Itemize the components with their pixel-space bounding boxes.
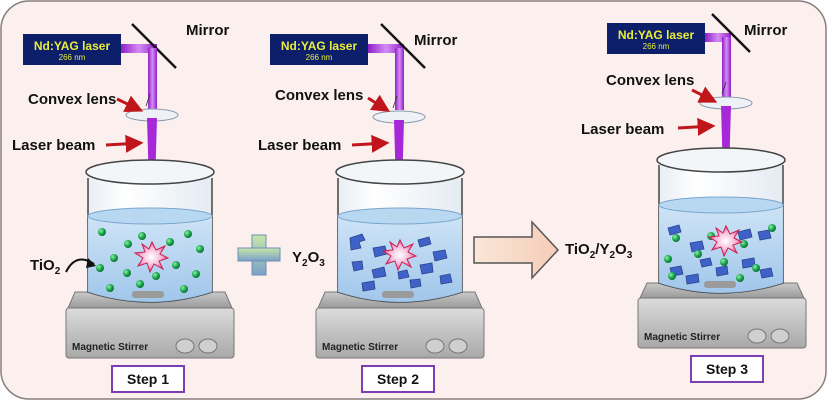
- step-3-label: Step 3: [706, 361, 748, 377]
- laser-wavelength: 266 nm: [643, 42, 670, 51]
- laser-beam-vertical: [395, 48, 404, 110]
- mirror: [380, 23, 426, 69]
- step-1-label: Step 1: [127, 371, 169, 387]
- stir-bar: [132, 291, 164, 298]
- laser-beam-label: Laser beam: [581, 121, 664, 138]
- convex-lens-label: Convex lens: [275, 87, 363, 104]
- ablation-burst: [381, 238, 418, 272]
- laser-box: [607, 23, 705, 54]
- stirrer-knob: [770, 328, 790, 344]
- tio2-label: TiO2: [30, 257, 61, 277]
- tio2-particles: [96, 228, 204, 293]
- stirrer-knob: [198, 338, 218, 354]
- convex-lens-label: Convex lens: [28, 91, 116, 108]
- beaker-rim: [335, 159, 465, 185]
- convex-lens-arrow: [691, 86, 718, 103]
- laser-name: Nd:YAG laser: [34, 39, 111, 53]
- stirrer-knob: [448, 338, 468, 354]
- stirrer-knob: [425, 338, 445, 354]
- composite-particles-blue: [667, 224, 774, 285]
- laser-beam-arrow: [351, 134, 390, 153]
- ablation-burst: [133, 240, 170, 274]
- convex-lens-arrow: [116, 95, 144, 112]
- step-3-setup: Nd:YAG laser 266 nm Mirror Convex lens L…: [581, 13, 807, 383]
- mirror: [131, 23, 177, 69]
- stirrer-label: Magnetic Stirrer: [322, 342, 398, 353]
- stirrer-label: Magnetic Stirrer: [72, 342, 148, 353]
- step-1-setup: Nd:YAG laser 266 nm Mirror Convex lens L…: [12, 22, 235, 393]
- stirrer-label: Magnetic Stirrer: [644, 332, 720, 343]
- beaker-rim: [656, 147, 786, 173]
- step-2-box: [361, 365, 435, 393]
- mirror-label: Mirror: [744, 22, 788, 39]
- mirror-label: Mirror: [414, 32, 458, 49]
- laser-beam-label: Laser beam: [258, 137, 341, 154]
- convex-lens-label: Convex lens: [606, 72, 694, 89]
- mirror-label: Mirror: [186, 22, 230, 39]
- laser-name: Nd:YAG laser: [281, 39, 358, 53]
- laser-beam-vertical: [148, 48, 157, 110]
- laser-beam-horizontal: [705, 33, 731, 42]
- beaker: [656, 147, 786, 294]
- step-3-box: [690, 355, 764, 383]
- stirrer-knob: [175, 338, 195, 354]
- water: [659, 205, 783, 293]
- laser-beam-horizontal: [121, 44, 157, 53]
- laser-beam-label: Laser beam: [12, 137, 95, 154]
- stir-bar: [704, 281, 736, 288]
- laser-wavelength: 266 nm: [59, 53, 86, 62]
- laser-name: Nd:YAG laser: [618, 28, 695, 42]
- y2o3-label: Y2O3: [292, 249, 325, 269]
- composite-particles-green: [664, 224, 776, 282]
- step-2-label: Step 2: [377, 371, 419, 387]
- mirror: [711, 13, 751, 53]
- y2o3-particles: [349, 233, 453, 292]
- plus-sign: [237, 234, 281, 276]
- convex-lens-arrow: [367, 94, 391, 112]
- composite-label: TiO2/Y2O3: [565, 241, 633, 261]
- laser-beam-horizontal: [368, 44, 404, 53]
- step-1-box: [111, 365, 185, 393]
- process-arrow: [473, 220, 560, 280]
- laser-box: [23, 34, 121, 65]
- laser-box: [270, 34, 368, 65]
- laser-beam-arrow: [677, 117, 716, 136]
- step-2-setup: Nd:YAG laser 266 nm Mirror Convex lens L…: [258, 23, 485, 393]
- laser-wavelength: 266 nm: [306, 53, 333, 62]
- stir-bar: [382, 291, 414, 298]
- stirrer-knob: [747, 328, 767, 344]
- laser-beam-vertical: [722, 37, 731, 97]
- beaker-rim: [85, 159, 215, 185]
- ablation-burst: [707, 224, 744, 258]
- laser-beam-arrow: [105, 134, 144, 153]
